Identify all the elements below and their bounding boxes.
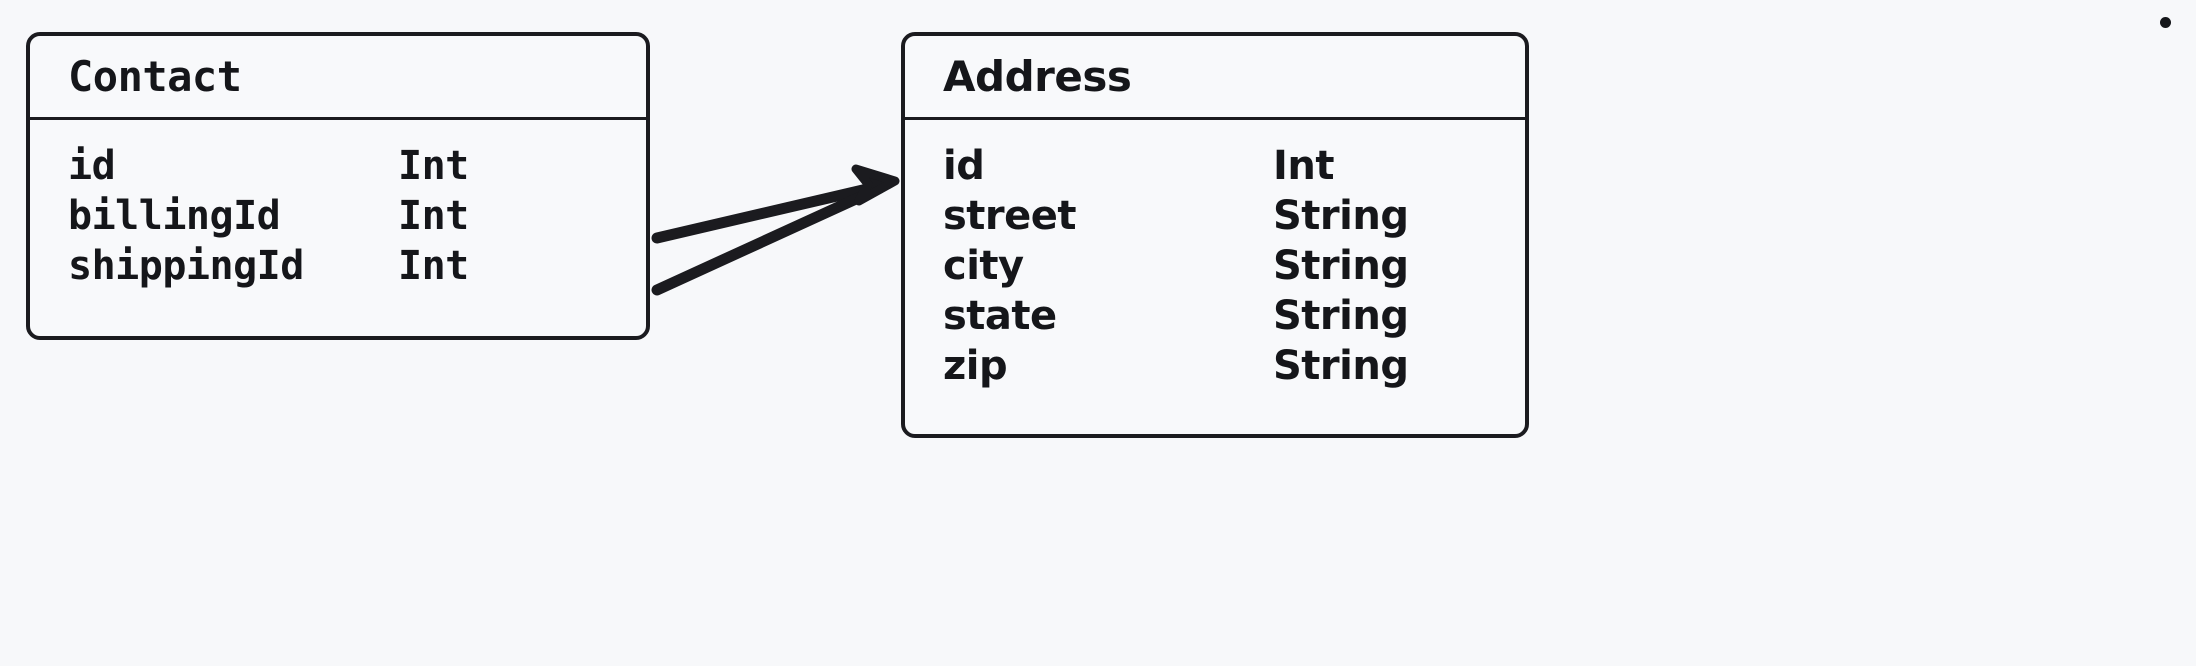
table-row[interactable]: id Int bbox=[30, 146, 646, 196]
entity-title-contact: Contact bbox=[68, 51, 242, 101]
entity-box-address[interactable]: Address id Int street String city String… bbox=[901, 32, 1529, 438]
field-type: Int bbox=[398, 143, 469, 189]
field-name: state bbox=[943, 293, 1057, 339]
field-type: Int bbox=[398, 243, 469, 289]
table-row[interactable]: city String bbox=[905, 246, 1525, 296]
field-type: Int bbox=[398, 193, 469, 239]
table-row[interactable]: shippingId Int bbox=[30, 246, 646, 296]
field-type: String bbox=[1273, 193, 1409, 239]
relationship-arrow-billing[interactable] bbox=[651, 180, 886, 244]
entity-box-contact[interactable]: Contact id Int billingId Int shippingId … bbox=[26, 32, 650, 340]
field-name: shippingId bbox=[68, 243, 304, 289]
entity-title-address: Address bbox=[943, 51, 1132, 101]
canvas-dot-marker bbox=[2160, 17, 2171, 28]
table-row[interactable]: billingId Int bbox=[30, 196, 646, 246]
field-type: String bbox=[1273, 293, 1409, 339]
field-name: city bbox=[943, 243, 1024, 289]
entity-fields-address: id Int street String city String state S… bbox=[905, 120, 1525, 434]
table-row[interactable]: state String bbox=[905, 296, 1525, 346]
field-type: String bbox=[1273, 243, 1409, 289]
field-type: String bbox=[1273, 343, 1409, 389]
field-name: zip bbox=[943, 343, 1008, 389]
field-name: street bbox=[943, 193, 1077, 239]
entity-fields-contact: id Int billingId Int shippingId Int bbox=[30, 120, 646, 336]
field-name: billingId bbox=[68, 193, 281, 239]
field-type: Int bbox=[1273, 143, 1334, 189]
table-row[interactable]: street String bbox=[905, 196, 1525, 246]
entity-header-contact: Contact bbox=[30, 36, 646, 120]
field-name: id bbox=[943, 143, 985, 189]
table-row[interactable]: id Int bbox=[905, 146, 1525, 196]
table-row[interactable]: zip String bbox=[905, 346, 1525, 396]
relationship-arrow-shipping[interactable] bbox=[651, 182, 886, 296]
entity-header-address: Address bbox=[905, 36, 1525, 120]
arrowhead-icon bbox=[851, 164, 900, 206]
field-name: id bbox=[68, 143, 116, 189]
